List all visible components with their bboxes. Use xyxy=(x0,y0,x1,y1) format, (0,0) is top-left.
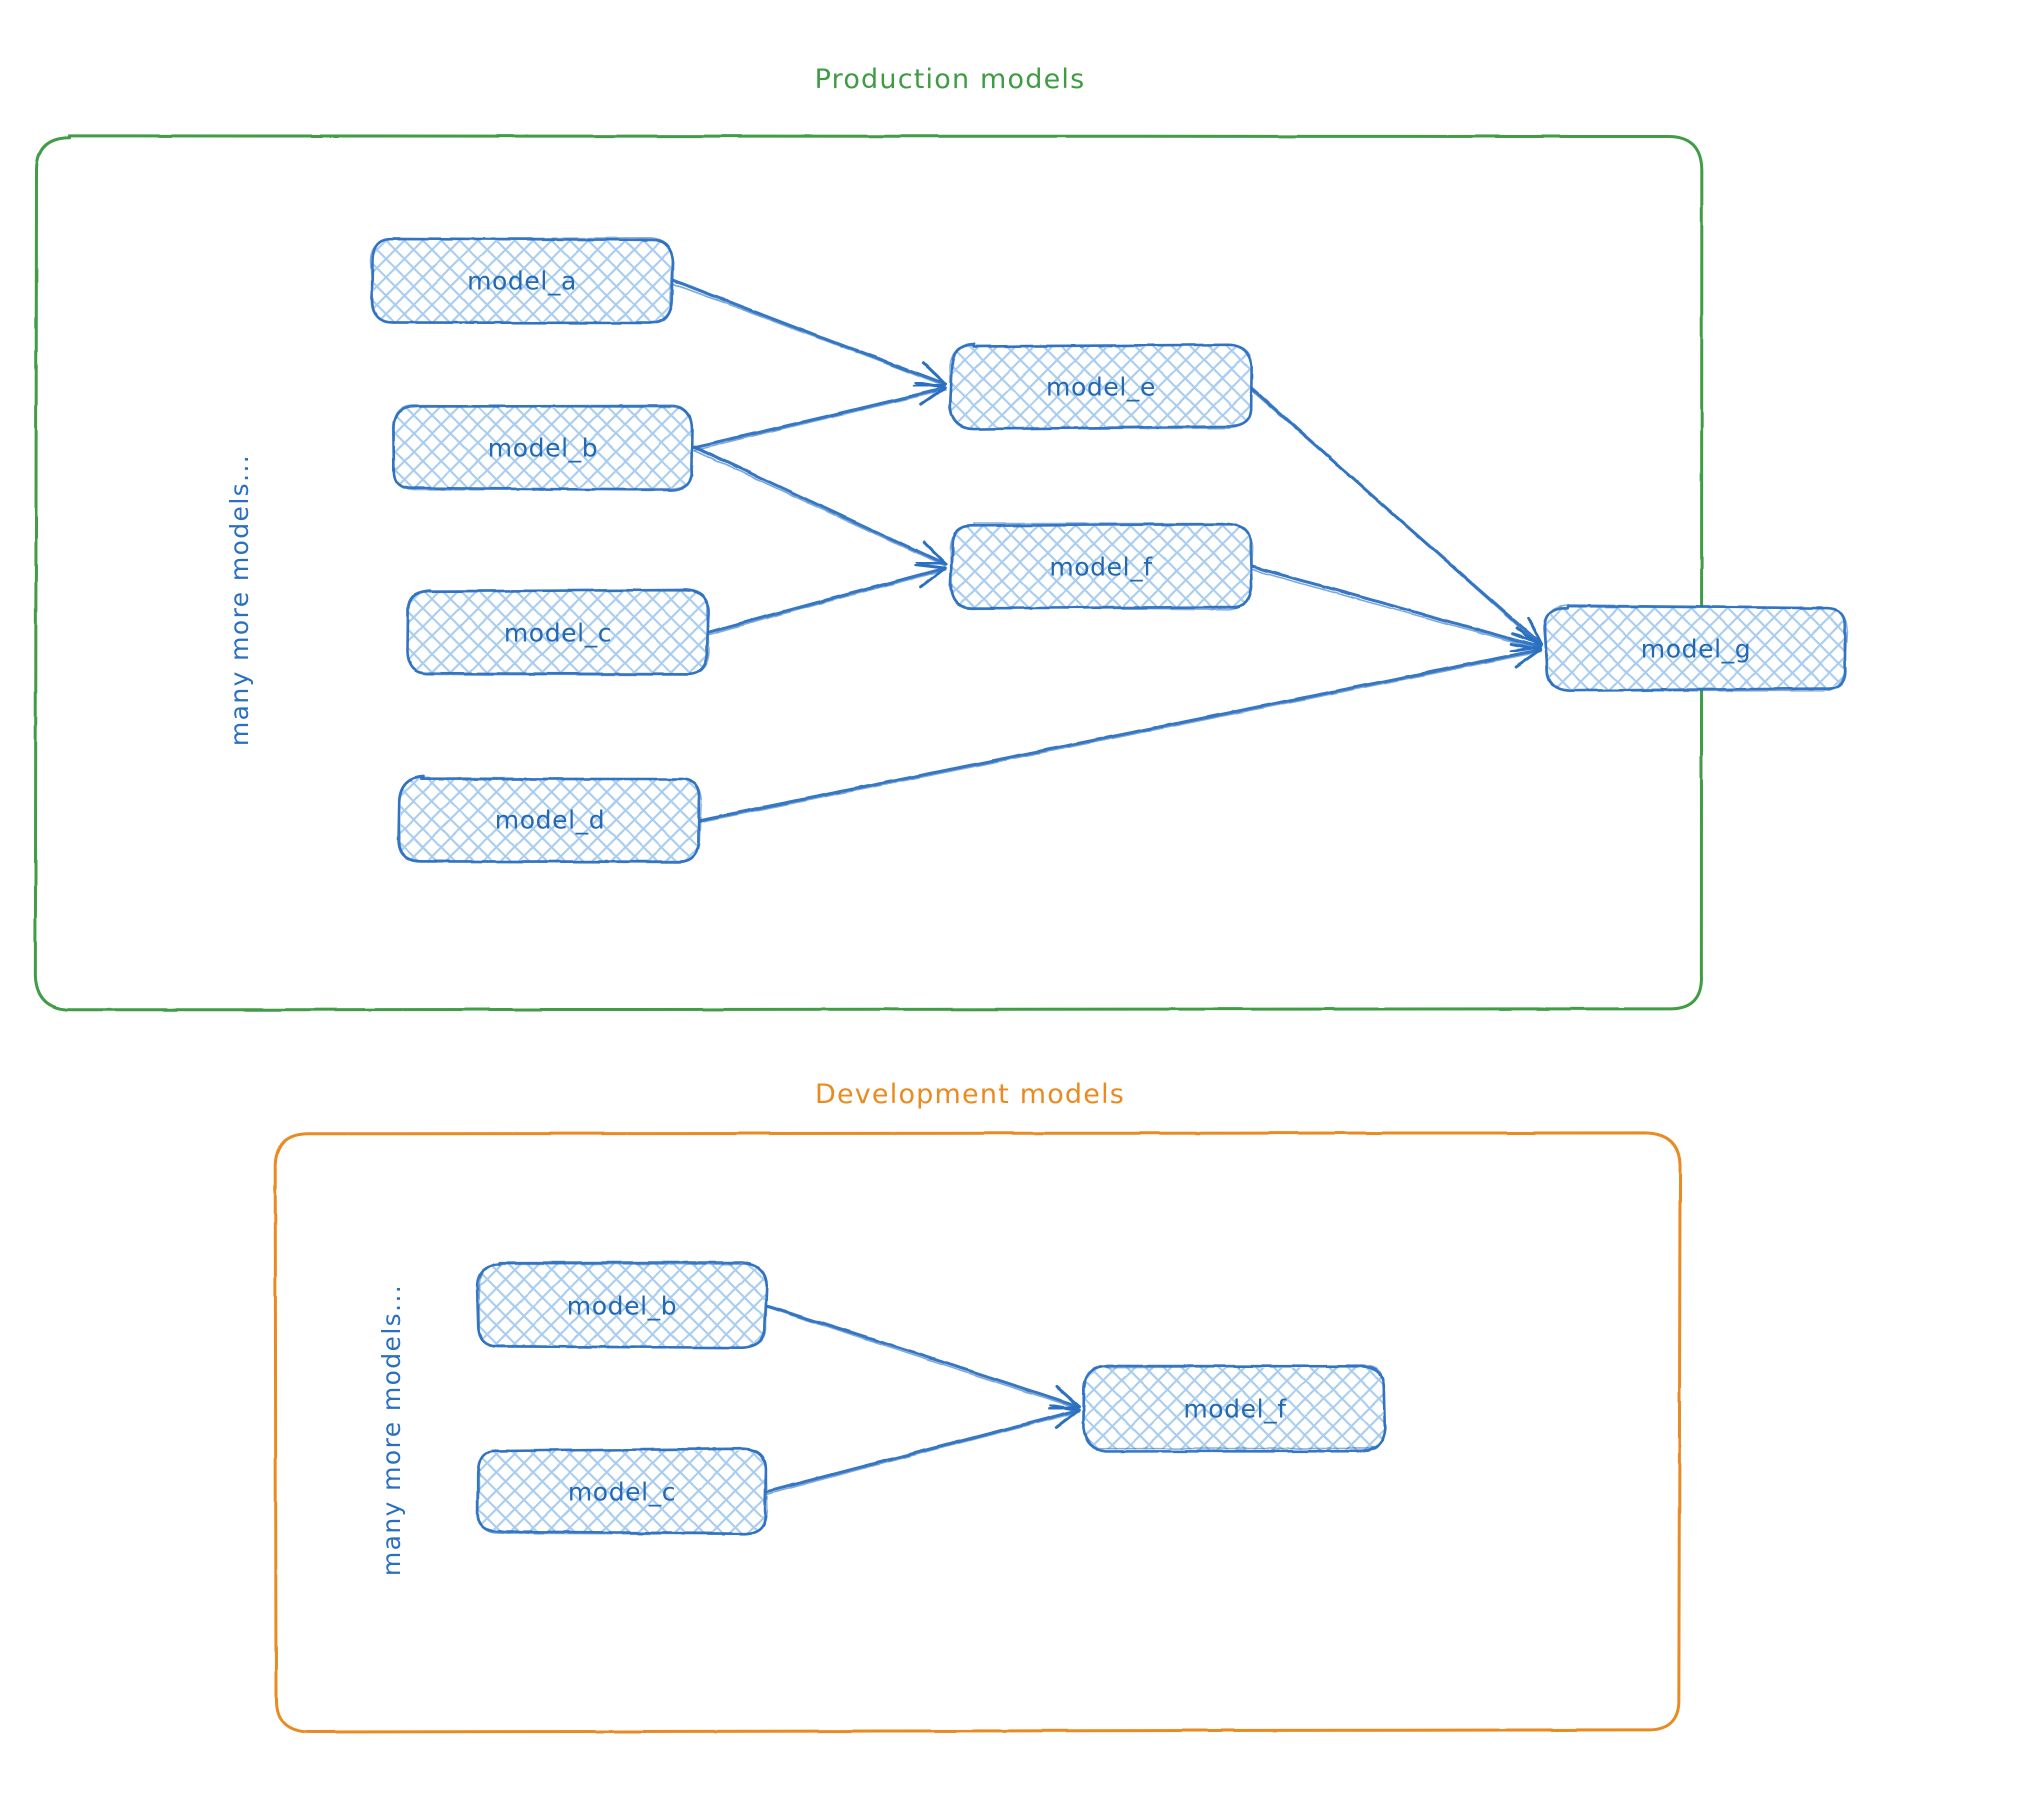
edge-arrowhead xyxy=(1054,1408,1081,1429)
node-border xyxy=(398,777,703,862)
edge-line xyxy=(764,1304,1081,1409)
node-border xyxy=(391,404,693,491)
node-label: model_e xyxy=(1046,373,1156,402)
node-dev_model_f[interactable]: model_f xyxy=(1082,1364,1387,1453)
edge-line xyxy=(1248,564,1542,649)
node-fill xyxy=(407,590,709,674)
edge-arrowhead xyxy=(915,560,948,566)
group-labels: Production models many more models... Deve… xyxy=(225,64,1125,1576)
edge-arrowhead xyxy=(913,563,947,570)
edge-line xyxy=(670,282,946,388)
node-border xyxy=(949,344,1253,430)
edge-devb-to-devf xyxy=(763,1304,1081,1411)
edge-line xyxy=(692,389,947,452)
node-prod_model_e[interactable]: model_e xyxy=(948,342,1253,431)
node-prod_model_b[interactable]: model_b xyxy=(391,404,694,492)
node-label: model_d xyxy=(495,806,605,835)
node-dev_model_c[interactable]: model_c xyxy=(476,1447,769,1536)
node-border xyxy=(478,1263,768,1349)
edge-arrowhead xyxy=(914,381,947,390)
edge-arrowhead xyxy=(1514,648,1542,669)
edges xyxy=(670,278,1544,1496)
edge-arrowhead xyxy=(1510,642,1542,652)
node-border xyxy=(1082,1364,1386,1450)
node-prod_model_f[interactable]: model_f xyxy=(949,522,1253,611)
edge-arrowhead xyxy=(919,386,947,407)
node-prod_model_a[interactable]: model_a xyxy=(369,236,675,325)
edge-line xyxy=(698,648,1542,822)
edge-line xyxy=(766,1411,1081,1496)
edge-arrowhead xyxy=(1048,1403,1081,1412)
node-label: model_f xyxy=(1183,1395,1287,1424)
node-label: model_c xyxy=(568,1478,676,1507)
edge-line xyxy=(707,569,947,636)
node-border xyxy=(369,236,673,324)
edge-arrowhead xyxy=(921,361,947,386)
node-border xyxy=(406,588,710,676)
edge-b-to-e xyxy=(692,381,947,452)
edge-c-to-f xyxy=(706,563,947,636)
node-fill xyxy=(950,525,1252,609)
node-fill xyxy=(1545,606,1846,691)
node-prod_model_g[interactable]: model_g xyxy=(1543,604,1848,692)
node-border xyxy=(948,342,1253,431)
edge-line xyxy=(706,566,947,634)
edge-line xyxy=(670,278,947,386)
node-fill xyxy=(1084,1367,1386,1450)
group-container-development xyxy=(273,1131,1682,1734)
node-prod_model_c[interactable]: model_c xyxy=(406,588,710,676)
node-label: model_b xyxy=(567,1292,677,1321)
node-fill xyxy=(477,1263,767,1348)
node-label: model_c xyxy=(504,619,612,648)
edge-arrowhead xyxy=(1526,616,1544,647)
group-border-production xyxy=(33,134,1704,1012)
node-fill xyxy=(371,238,673,323)
edge-line xyxy=(692,445,948,566)
edge-a-to-e xyxy=(670,278,947,388)
side-label-development: many more models... xyxy=(377,1284,406,1576)
edge-line xyxy=(691,448,946,567)
edge-line xyxy=(1248,387,1541,647)
node-border xyxy=(1545,604,1848,692)
side-label-production: many more models... xyxy=(225,454,254,746)
edge-b-to-f xyxy=(691,445,948,567)
edge-f-to-g xyxy=(1248,564,1542,653)
group-container-production xyxy=(33,134,1704,1012)
node-fill xyxy=(393,405,694,490)
node-dev_model_b[interactable]: model_b xyxy=(475,1261,769,1349)
edge-devc-to-devf xyxy=(765,1403,1081,1496)
group-containers xyxy=(33,134,1704,1734)
group-title-production: Production models xyxy=(815,64,1086,95)
edge-arrowhead xyxy=(922,541,948,566)
node-fill xyxy=(950,344,1252,429)
node-prod_model_d[interactable]: model_d xyxy=(397,775,703,864)
node-label: model_g xyxy=(1641,635,1751,664)
node-label: model_b xyxy=(488,434,598,463)
edge-line xyxy=(692,386,947,449)
node-fill xyxy=(400,777,701,862)
edge-arrowhead xyxy=(1055,1385,1081,1409)
group-border-development xyxy=(273,1131,1682,1734)
edge-line xyxy=(698,650,1542,823)
nodes: model_a model_b model_c model_d model_emodel… xyxy=(369,236,1848,1536)
node-label: model_a xyxy=(467,267,577,296)
node-border xyxy=(477,1448,769,1536)
edge-line xyxy=(765,1408,1081,1494)
group-title-development: Development models xyxy=(815,1079,1125,1110)
edge-line xyxy=(1250,568,1541,650)
node-label: model_f xyxy=(1049,553,1153,582)
edge-line xyxy=(763,1305,1080,1410)
edge-d-to-g xyxy=(698,642,1542,823)
node-border xyxy=(949,522,1253,611)
edge-arrowhead xyxy=(919,566,947,589)
edge-arrowhead xyxy=(1515,626,1542,649)
node-fill xyxy=(478,1450,766,1534)
